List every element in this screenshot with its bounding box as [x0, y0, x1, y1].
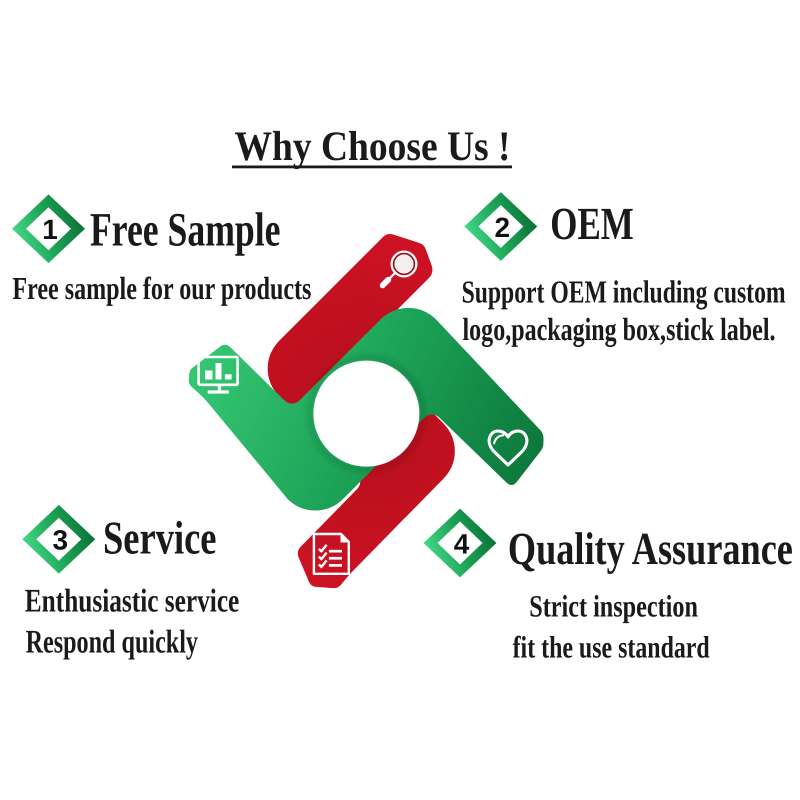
svg-text:Free sample for our products: Free sample for our products [12, 270, 311, 306]
svg-text:1: 1 [42, 214, 58, 245]
svg-text:Service: Service [103, 513, 217, 565]
svg-text:Why Choose Us !: Why Choose Us ! [235, 124, 511, 170]
svg-text:Strict inspection: Strict inspection [529, 588, 698, 623]
svg-text:fit the use standard: fit the use standard [513, 630, 710, 665]
svg-text:Enthusiastic service: Enthusiastic service [25, 583, 240, 619]
svg-text:3: 3 [53, 525, 69, 556]
svg-text:logo,packaging box,stick label: logo,packaging box,stick label. [463, 311, 776, 348]
svg-text:4: 4 [454, 528, 470, 559]
svg-text:Quality Assurance: Quality Assurance [508, 523, 793, 574]
svg-text:2: 2 [495, 212, 511, 243]
svg-text:Respond quickly: Respond quickly [26, 625, 199, 661]
svg-text:Free Sample: Free Sample [90, 204, 281, 257]
svg-text:Support OEM including custom: Support OEM including custom [462, 273, 786, 310]
svg-text:OEM: OEM [550, 198, 634, 249]
